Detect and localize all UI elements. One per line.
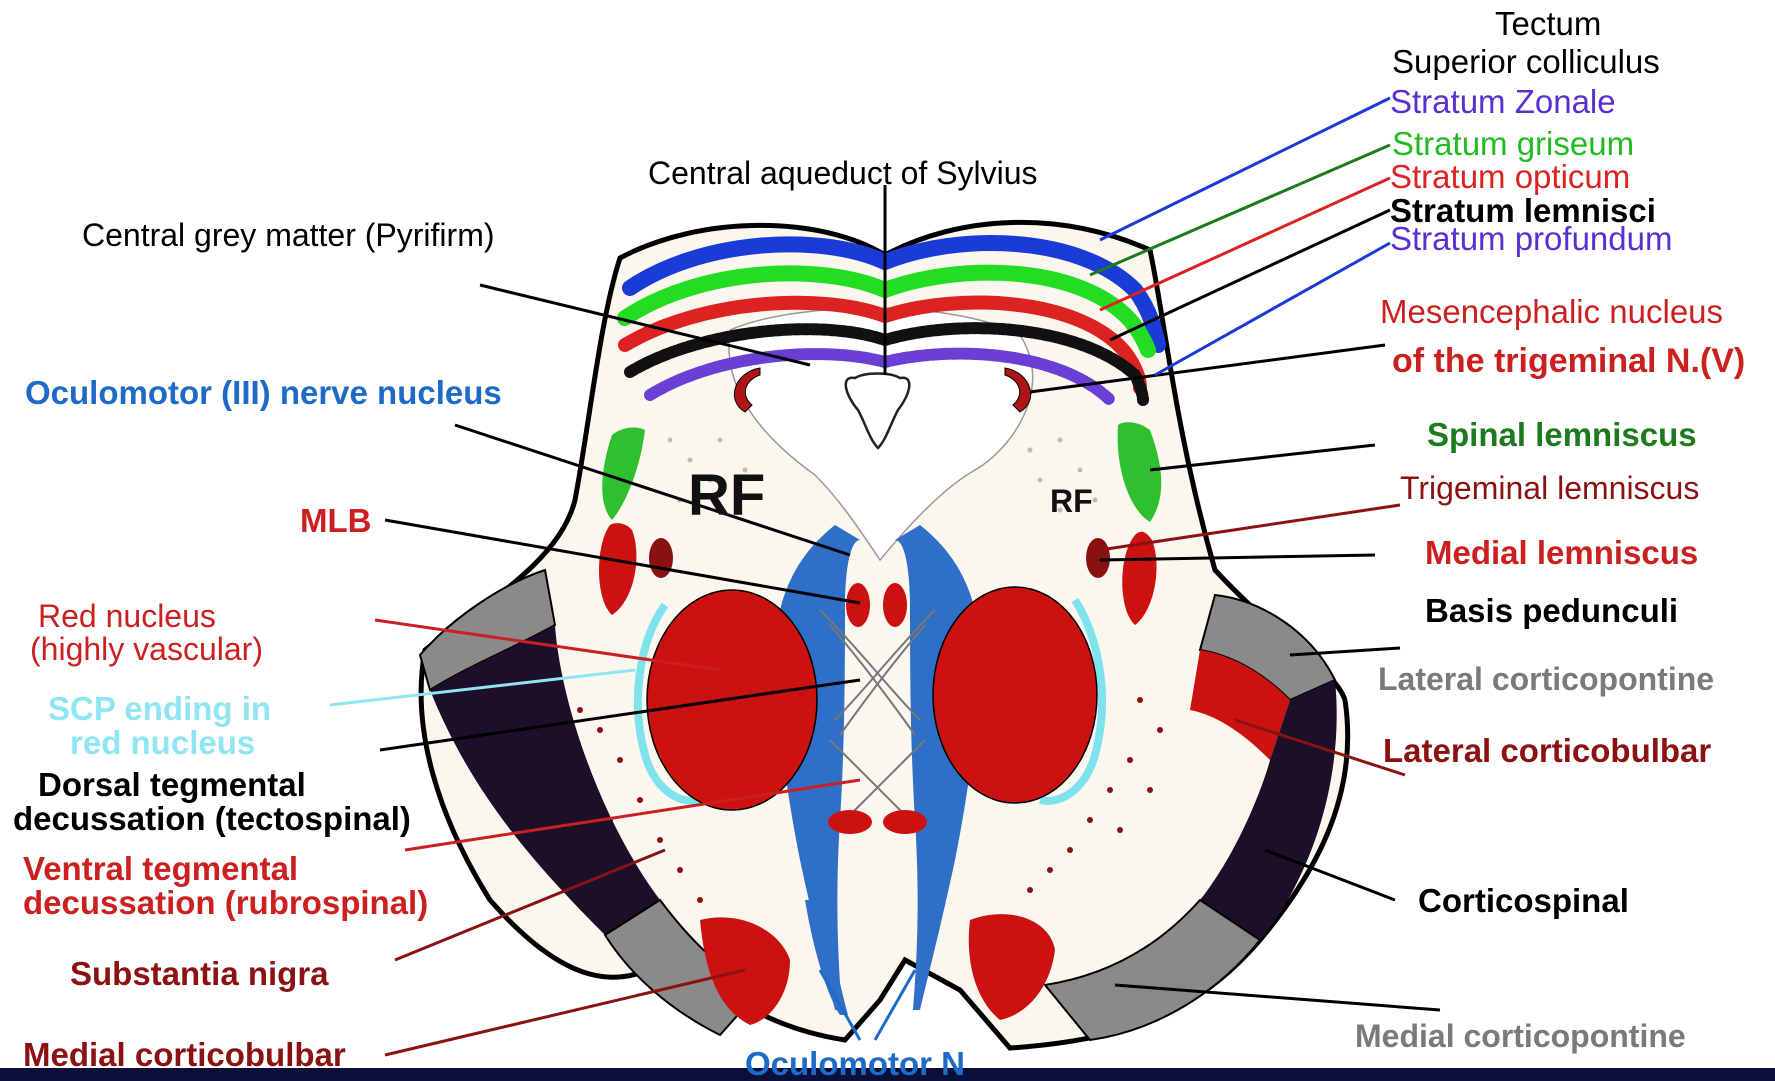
label-central-aqueduct: Central aqueduct of Sylvius (648, 155, 1038, 191)
label-scp-2: red nucleus (70, 724, 255, 761)
label-medial-corticopontine: Medial corticopontine (1355, 1018, 1686, 1054)
label-corticospinal: Corticospinal (1418, 882, 1629, 919)
label-rf-left: RF (688, 463, 765, 528)
label-red-nucleus-1: Red nucleus (38, 598, 216, 634)
red-nucleus-right (933, 587, 1097, 803)
label-oculomotor-n: Oculomotor N (745, 1045, 965, 1081)
label-superior-colliculus: Superior colliculus (1392, 43, 1660, 80)
label-ventral-teg-2: decussation (rubrospinal) (23, 884, 428, 921)
label-medial-corticobulbar: Medial corticobulbar (23, 1036, 346, 1073)
label-red-nucleus-2: (highly vascular) (30, 631, 263, 667)
trigeminal-lemniscus-right (1086, 538, 1110, 578)
label-stratum-profundum: Stratum profundum (1390, 220, 1672, 257)
label-trigeminal-lemniscus: Trigeminal lemniscus (1400, 470, 1699, 506)
label-central-grey: Central grey matter (Pyrifirm) (82, 217, 495, 253)
label-spinal-lemniscus: Spinal lemniscus (1427, 416, 1697, 453)
label-ventral-teg-1: Ventral tegmental (23, 850, 298, 887)
mlb-left (649, 538, 673, 578)
rubrospinal-left (828, 810, 872, 834)
label-oculomotor-nucleus: Oculomotor (III) nerve nucleus (25, 374, 502, 411)
label-scp-1: SCP ending in (48, 690, 271, 727)
label-mesencephalic-2: of the trigeminal N.(V) (1392, 342, 1745, 380)
label-mesencephalic-1: Mesencephalic nucleus (1380, 293, 1723, 330)
label-dorsal-teg-2: decussation (tectospinal) (13, 800, 411, 837)
label-rf-right: RF (1050, 483, 1093, 519)
label-dorsal-teg-1: Dorsal tegmental (38, 766, 306, 803)
label-stratum-opticum: Stratum opticum (1390, 158, 1630, 195)
rubrospinal-right (883, 810, 927, 834)
label-lateral-corticobulbar: Lateral corticobulbar (1383, 732, 1711, 769)
label-substantia-nigra: Substantia nigra (70, 955, 329, 992)
edinger-westphal-right (883, 583, 907, 627)
label-medial-lemniscus: Medial lemniscus (1425, 534, 1698, 571)
label-tectum: Tectum (1495, 5, 1601, 42)
edinger-westphal-left (846, 583, 870, 627)
label-mlb: MLB (300, 502, 371, 539)
label-lateral-corticopontine: Lateral corticopontine (1378, 661, 1714, 697)
label-stratum-zonale: Stratum Zonale (1390, 83, 1616, 120)
label-stratum-griseum: Stratum griseum (1392, 125, 1634, 162)
label-basis-pedunculi: Basis pedunculi (1425, 592, 1678, 629)
